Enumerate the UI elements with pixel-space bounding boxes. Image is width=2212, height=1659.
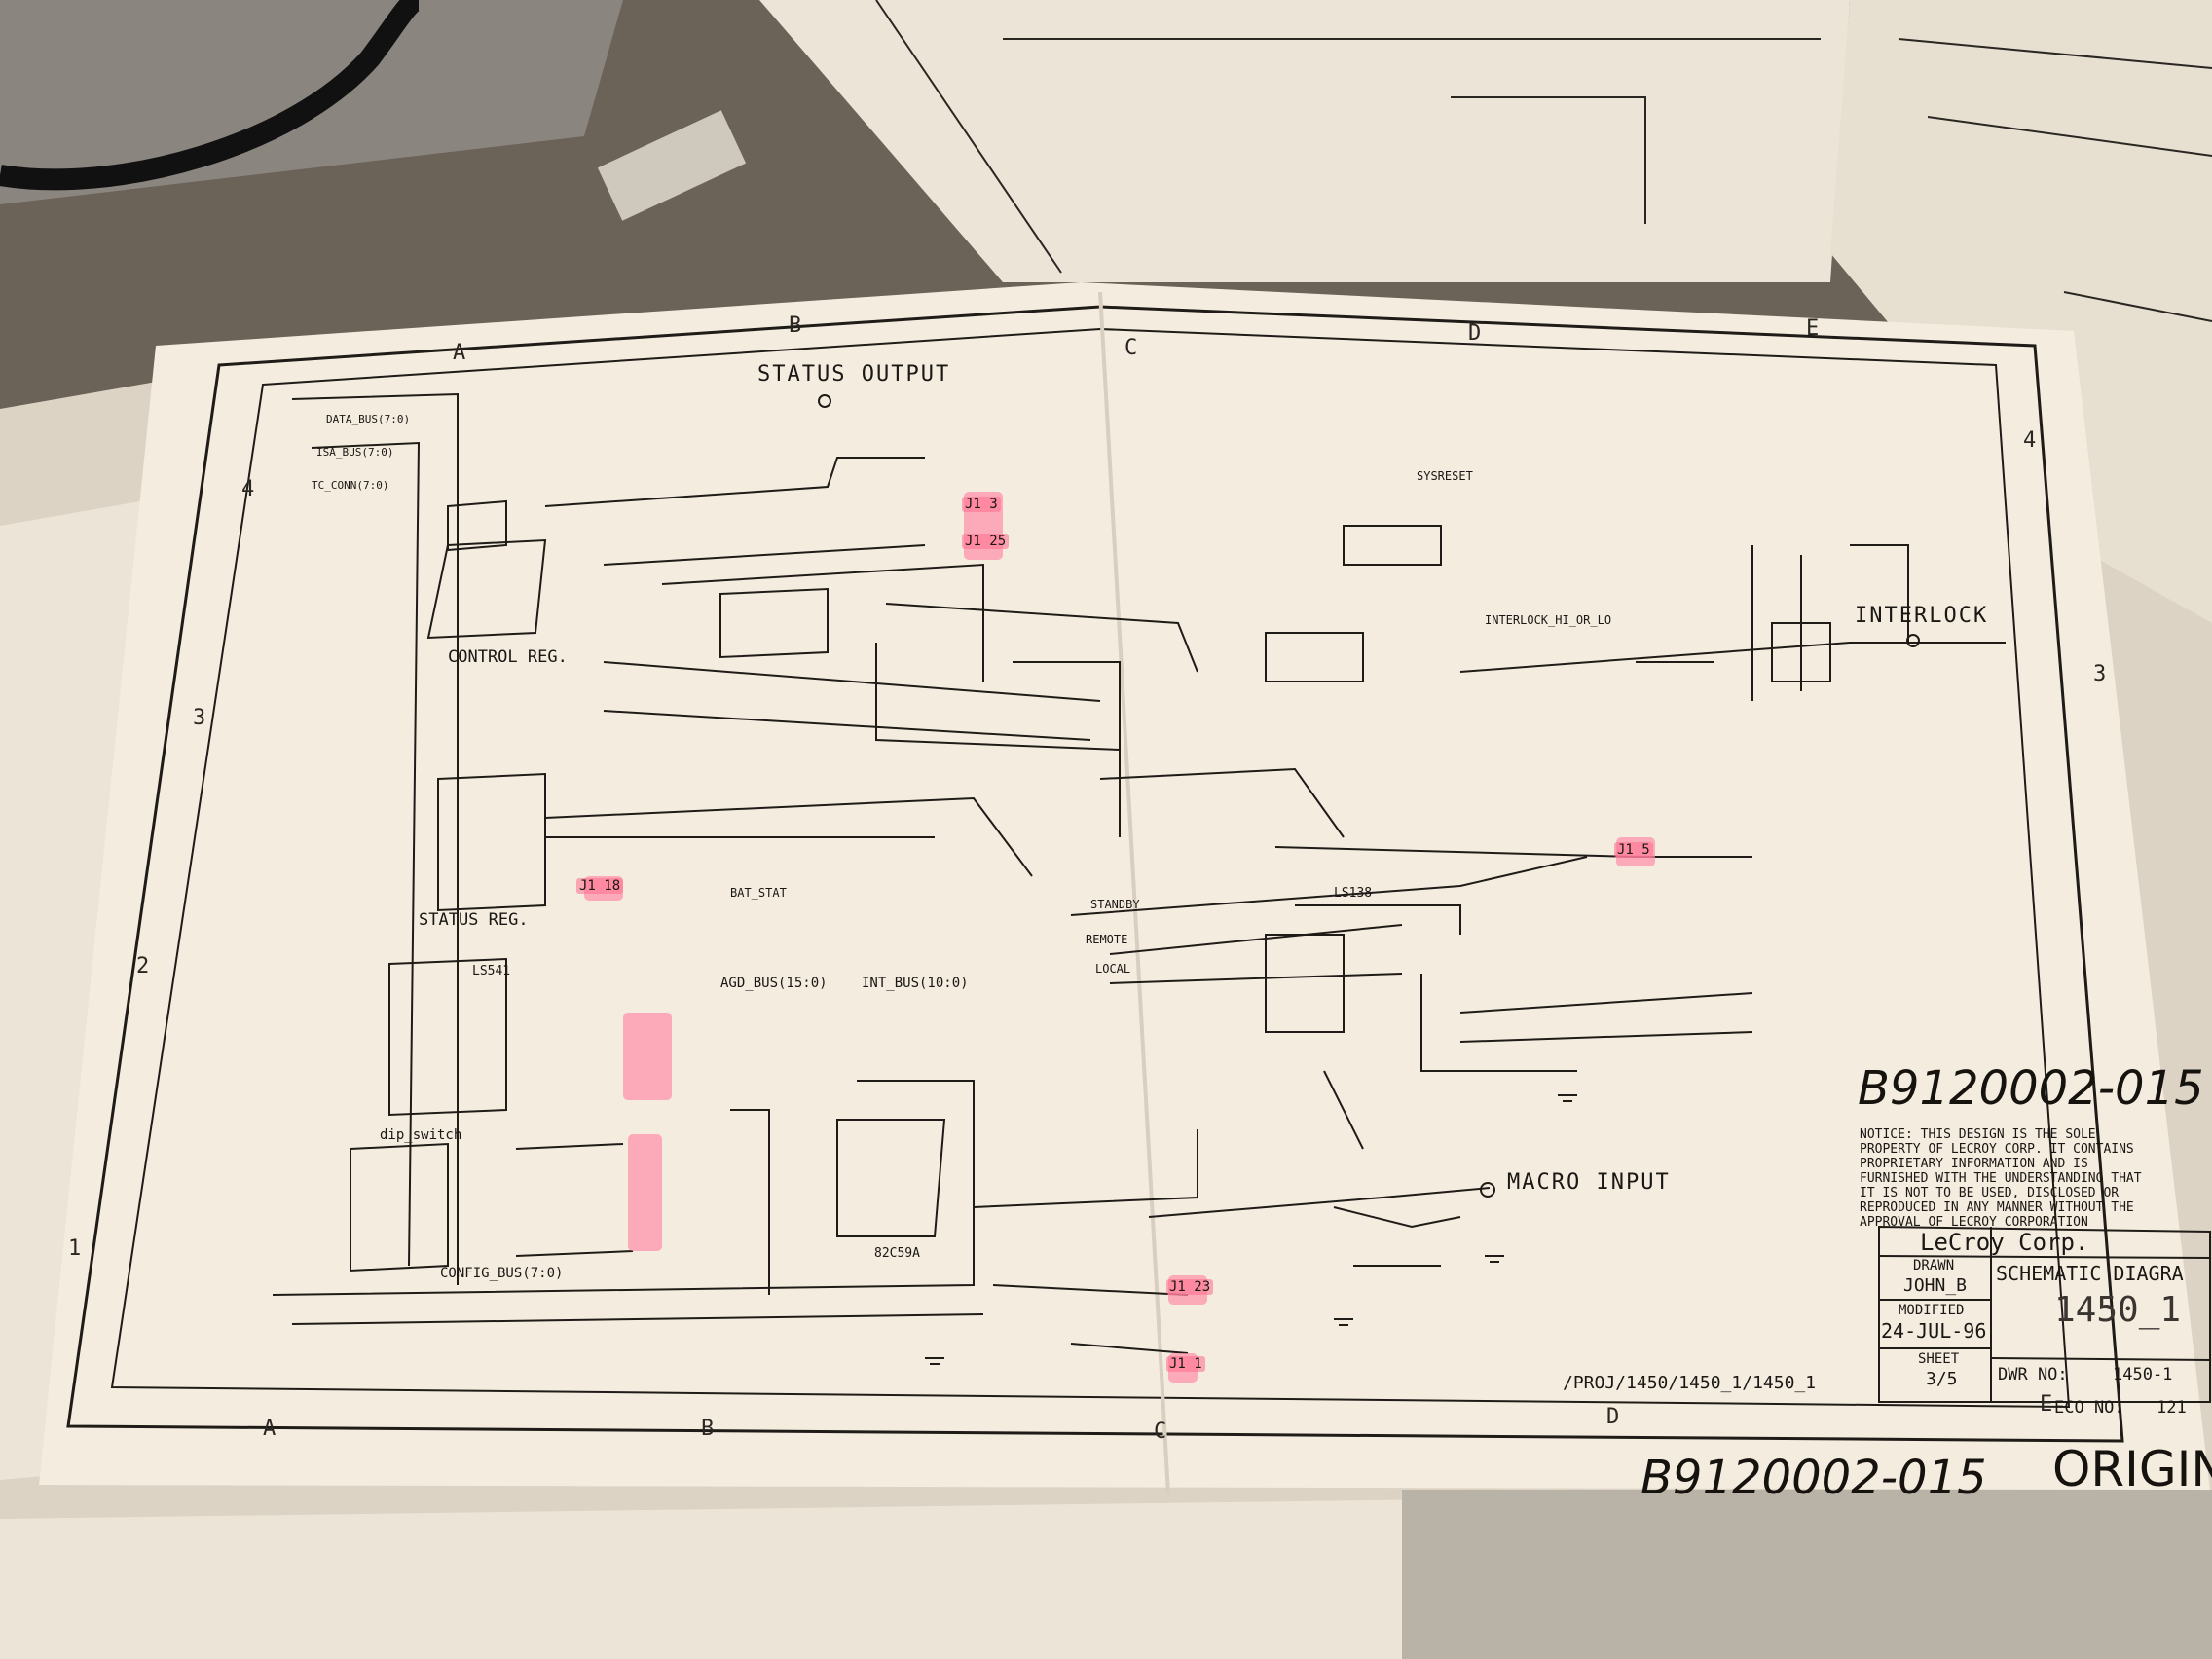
pink-tag-j1-3: J1 3 [962, 497, 1001, 512]
zone-e-bottom: E [2040, 1392, 2053, 1417]
project-path: /PROJ/1450/1450_1/1450_1 [1563, 1373, 1817, 1393]
titleblock-sheet-label: SHEET [1918, 1351, 1960, 1367]
pink-tag-j1-23: J1 23 [1166, 1279, 1214, 1295]
schematic-wiring [272, 392, 2006, 1354]
row-1-left: 1 [68, 1236, 82, 1261]
bat-stat-label: BAT_STAT [730, 886, 787, 900]
handwritten-doc-number: B9120002-015 [1858, 1061, 2204, 1116]
control-reg-label: CONTROL REG. [448, 647, 568, 667]
int-bus-label: INT_BUS(10:0) [862, 976, 969, 991]
zone-b-top: B [789, 313, 802, 338]
titleblock-sheet: 3/5 [1926, 1369, 1958, 1389]
zone-b-bottom: B [701, 1417, 715, 1441]
connector-circles [818, 394, 1920, 1198]
u16-label: LS541 [472, 964, 511, 978]
zone-d-top: D [1468, 321, 1482, 346]
row-4-left: 4 [241, 477, 255, 501]
agd-bus-label: AGD_BUS(15:0) [720, 976, 828, 991]
u6-label: LS138 [1334, 886, 1373, 901]
sheet-border-outer [66, 305, 2124, 1443]
title-block-frame [1878, 1225, 2211, 1403]
status-output-label: STATUS OUTPUT [757, 362, 951, 387]
config-bus-label: CONFIG_BUS(7:0) [440, 1266, 564, 1281]
proprietary-notice: NOTICE: THIS DESIGN IS THE SOLE PROPERTY… [1860, 1127, 2142, 1230]
status-reg-label: STATUS REG. [419, 910, 529, 930]
titleblock-modified-label: MODIFIED [1899, 1303, 1965, 1318]
black-cable [0, 0, 422, 191]
sysreset-label: SYSRESET [1417, 469, 1473, 483]
remote-label: REMOTE [1086, 933, 1128, 946]
zone-c-top: C [1124, 336, 1138, 360]
dip-switch-label: dip_switch [380, 1127, 462, 1143]
pink-tag-j1-5: J1 5 [1614, 842, 1653, 858]
pink-tag-j1-25: J1 25 [962, 534, 1010, 549]
row-3-right: 3 [2093, 662, 2107, 686]
tc-conn-label: TC_CONN(7:0) [312, 479, 389, 492]
handwritten-bottom-number: B9120002-015 [1641, 1451, 1987, 1505]
ribbon-connector [597, 110, 747, 221]
pink-tag-j1-18: J1 18 [576, 878, 624, 894]
titleblock-modified-date: 24-JUL-96 [1881, 1319, 1987, 1343]
zone-a-bottom: A [263, 1417, 276, 1441]
data-bus-label: DATA_BUS(7:0) [326, 413, 411, 425]
u15-label: 82C59A [874, 1246, 920, 1261]
titleblock-eco: 121 [2157, 1398, 2187, 1418]
interlock-net-label: INTERLOCK_HI_OR_LO [1485, 613, 1612, 627]
titleblock-eco-label: ECO NO: [2054, 1398, 2124, 1418]
bottom-sheet [0, 1499, 1460, 1659]
macro-input-label: MACRO INPUT [1507, 1170, 1671, 1195]
zone-c-bottom: C [1154, 1419, 1167, 1444]
background-sheet-top [759, 0, 1850, 282]
handwritten-origin: ORIGIN [2052, 1441, 2212, 1497]
local-label: LOCAL [1095, 962, 1131, 976]
titleblock-part-no: 1450_1 [2054, 1290, 2182, 1330]
titleblock-drawn-by: JOHN_B [1903, 1275, 1968, 1296]
isa-bus-label: ISA_BUS(7:0) [316, 446, 394, 459]
main-schematic-sheet [39, 282, 2210, 1490]
background-sheet-lines [875, 0, 2212, 322]
zone-a-top: A [453, 341, 466, 365]
pink-tag-j1-1: J1 1 [1166, 1356, 1205, 1372]
interlock-label: INTERLOCK [1855, 604, 1989, 628]
titleblock-company: LeCroy Corp. [1920, 1229, 2089, 1256]
row-4-right: 4 [2023, 428, 2037, 453]
bottom-device [1402, 1490, 2212, 1659]
row-3-left: 3 [193, 706, 206, 730]
titleblock-dwg-no: 1450-1 [2113, 1365, 2173, 1384]
row-2-left: 2 [136, 954, 150, 978]
titleblock-dwg-no-label: DWR NO: [1998, 1365, 2068, 1384]
ground-symbols [925, 1094, 1577, 1365]
sheet-border-inner [110, 327, 2071, 1409]
standby-label: STANDBY [1090, 898, 1140, 911]
background-sheet-right [1830, 0, 2212, 623]
zone-d-bottom: D [1606, 1405, 1620, 1429]
zone-e-top: E [1806, 316, 1820, 341]
titleblock-title: SCHEMATIC DIAGRA [1996, 1262, 2184, 1285]
titleblock-drawn-label: DRAWN [1913, 1258, 1955, 1273]
